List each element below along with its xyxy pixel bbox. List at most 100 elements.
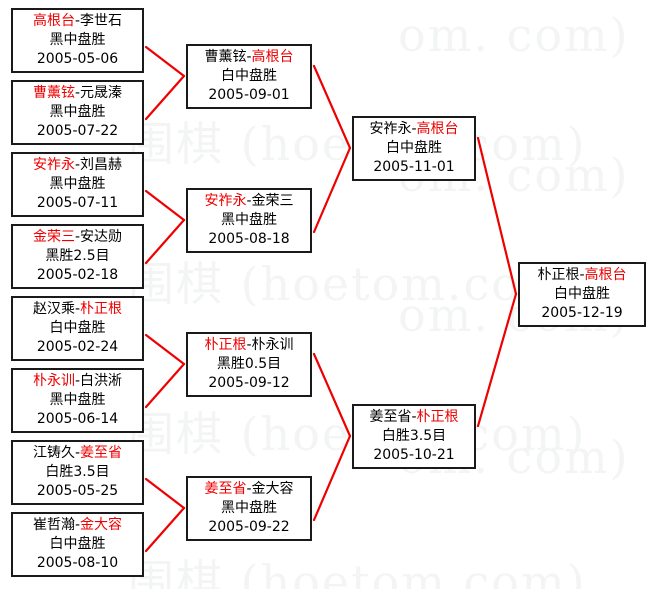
match-box-r1-3[interactable]: 安祚永-刘昌赫 黑中盘胜 2005-07-11 [11, 152, 144, 217]
connector-r1b6-q3 [144, 362, 186, 409]
match-date: 2005-02-24 [36, 339, 119, 355]
match-players: 崔哲瀚-金大容 [13, 516, 142, 535]
match-date: 2005-10-21 [373, 447, 455, 463]
player-loser: 曹薰铉 [204, 49, 247, 65]
match-result: 黑中盘胜 [49, 176, 106, 192]
player-separator: - [411, 409, 417, 425]
player-separator: - [411, 121, 417, 137]
player-winner: 姜至省 [204, 481, 247, 497]
connector-r1b3-q2 [144, 189, 186, 222]
player-winner: 朴正根 [204, 337, 247, 353]
match-result: 黑中盘胜 [49, 32, 106, 48]
player-loser: 李世石 [80, 13, 123, 29]
match-result: 黑胜2.5目 [45, 248, 110, 264]
match-players: 安祚永-刘昌赫 [13, 156, 142, 175]
player-winner: 金荣三 [32, 229, 75, 245]
match-result: 白胜3.5目 [381, 428, 447, 444]
match-box-r1-6[interactable]: 朴永训-白洪淅 黑中盘胜 2005-06-14 [11, 368, 144, 433]
player-winner: 金大容 [80, 517, 123, 533]
match-players: 赵汉乘-朴正根 [13, 300, 142, 319]
match-box-r3-1[interactable]: 安祚永-高根台 白中盘胜 2005-11-01 [352, 116, 476, 181]
player-winner: 高根台 [416, 121, 459, 137]
connector-r1b1-q1 [144, 45, 186, 78]
player-loser: 安达勋 [80, 229, 123, 245]
match-date: 2005-09-01 [208, 87, 290, 103]
player-separator: - [74, 517, 81, 533]
match-box-r1-1[interactable]: 高根台-李世石 黑中盘胜 2005-05-06 [11, 8, 144, 73]
match-date: 2005-11-01 [373, 159, 455, 175]
match-result: 白中盘胜 [386, 140, 442, 156]
match-players: 安祚永-金荣三 [188, 192, 310, 211]
player-separator: - [74, 301, 81, 317]
match-box-r1-5[interactable]: 赵汉乘-朴正根 白中盘胜 2005-02-24 [11, 296, 144, 361]
player-winner: 高根台 [584, 267, 627, 283]
player-loser: 安祚永 [369, 121, 412, 137]
match-result: 白中盘胜 [49, 320, 106, 336]
connector-q3-s2 [312, 352, 352, 438]
connector-s1-final [476, 136, 518, 296]
match-date: 2005-05-06 [36, 51, 119, 67]
player-winner: 朴正根 [416, 409, 459, 425]
player-winner: 曹薰铉 [32, 85, 75, 101]
match-players: 曹薰铉-元晟溱 [13, 84, 142, 103]
match-players: 朴正根-朴永训 [188, 336, 310, 355]
match-date: 2005-07-22 [36, 123, 119, 139]
player-winner: 朴永训 [32, 373, 75, 389]
match-date: 2005-02-18 [36, 267, 119, 283]
connector-r1b5-q3 [144, 333, 186, 366]
player-loser: 江铸久 [32, 445, 75, 461]
player-winner: 安祚永 [32, 157, 75, 173]
match-box-r2-1[interactable]: 曹薰铉-高根台 白中盘胜 2005-09-01 [186, 44, 312, 109]
match-date: 2005-08-18 [208, 231, 290, 247]
connector-s2-final [476, 292, 518, 428]
match-players: 金荣三-安达勋 [13, 228, 142, 247]
player-separator: - [74, 85, 81, 101]
match-date: 2005-08-10 [36, 555, 119, 571]
player-loser: 崔哲瀚 [32, 517, 75, 533]
match-players: 姜至省-金大容 [188, 480, 310, 499]
player-loser: 白洪淅 [80, 373, 123, 389]
player-loser: 朴正根 [537, 267, 580, 283]
match-box-final[interactable]: 朴正根-高根台 白中盘胜 2005-12-19 [518, 262, 646, 327]
match-result: 黑中盘胜 [221, 212, 277, 228]
match-box-r1-2[interactable]: 曹薰铉-元晟溱 黑中盘胜 2005-07-22 [11, 80, 144, 145]
player-separator: - [246, 481, 252, 497]
player-separator: - [74, 445, 81, 461]
match-result: 白中盘胜 [49, 536, 106, 552]
connector-r1b8-q4 [144, 506, 186, 553]
match-date: 2005-06-14 [36, 411, 119, 427]
match-date: 2005-07-11 [36, 195, 119, 211]
match-players: 姜至省-朴正根 [354, 408, 474, 427]
match-players: 安祚永-高根台 [354, 120, 474, 139]
player-loser: 赵汉乘 [32, 301, 75, 317]
player-loser: 元晟溱 [80, 85, 123, 101]
player-separator: - [579, 267, 585, 283]
match-result: 黑胜0.5目 [216, 356, 282, 372]
player-winner: 安祚永 [204, 193, 247, 209]
connector-q4-s2 [312, 434, 352, 522]
match-players: 高根台-李世石 [13, 12, 142, 31]
player-loser: 金大容 [251, 481, 294, 497]
connector-q2-s1 [312, 146, 352, 234]
player-loser: 姜至省 [369, 409, 412, 425]
player-separator: - [246, 337, 252, 353]
match-box-r2-4[interactable]: 姜至省-金大容 黑中盘胜 2005-09-22 [186, 476, 312, 541]
player-separator: - [74, 13, 81, 29]
match-box-r1-4[interactable]: 金荣三-安达勋 黑胜2.5目 2005-02-18 [11, 224, 144, 289]
player-winner: 高根台 [32, 13, 75, 29]
player-loser: 金荣三 [251, 193, 294, 209]
match-date: 2005-12-19 [541, 305, 623, 321]
player-winner: 姜至省 [80, 445, 123, 461]
match-box-r1-7[interactable]: 江铸久-姜至省 白胜3.5目 2005-05-25 [11, 440, 144, 505]
match-box-r1-8[interactable]: 崔哲瀚-金大容 白中盘胜 2005-08-10 [11, 512, 144, 577]
match-result: 白中盘胜 [221, 68, 277, 84]
match-box-r3-2[interactable]: 姜至省-朴正根 白胜3.5目 2005-10-21 [352, 404, 476, 469]
match-result: 白中盘胜 [554, 286, 610, 302]
connector-q1-s1 [312, 64, 352, 150]
match-box-r2-2[interactable]: 安祚永-金荣三 黑中盘胜 2005-08-18 [186, 188, 312, 253]
match-result: 黑中盘胜 [49, 392, 106, 408]
match-players: 朴正根-高根台 [520, 266, 644, 285]
match-box-r2-3[interactable]: 朴正根-朴永训 黑胜0.5目 2005-09-12 [186, 332, 312, 397]
match-result: 白胜3.5目 [45, 464, 110, 480]
